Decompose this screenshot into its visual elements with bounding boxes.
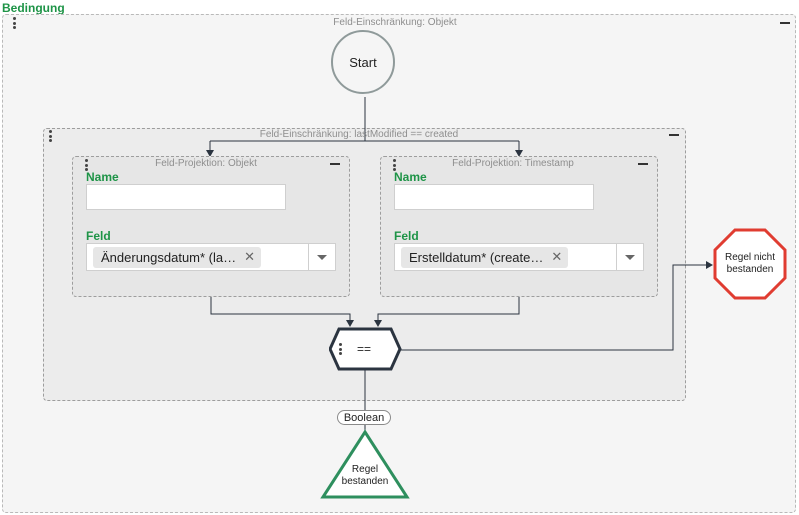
projection-right-field-value: Erstelldatum* (create… <box>409 249 544 265</box>
projection-left-field-select[interactable]: Änderungsdatum* (la… ✕ <box>86 243 336 271</box>
projection-right-container <box>380 156 658 297</box>
pass-node-label-line1: Regel <box>351 464 379 475</box>
result-type-badge: Boolean <box>337 410 391 425</box>
projection-left-clear-icon[interactable]: ✕ <box>244 249 256 264</box>
projection-left-name-input[interactable] <box>86 184 286 210</box>
projection-right-clear-icon[interactable]: ✕ <box>551 249 563 264</box>
pass-node-label: Regel bestanden <box>330 464 400 488</box>
projection-right-menu-icon[interactable] <box>392 159 396 171</box>
inner-caption: Feld-Einschränkung: lastModified == crea… <box>259 129 459 140</box>
pass-node[interactable] <box>320 429 410 500</box>
projection-left-dropdown-icon[interactable] <box>308 244 335 270</box>
start-node-label: Start <box>349 54 377 70</box>
projection-left-container <box>72 156 350 297</box>
projection-right-caption: Feld-Projektion: Timestamp <box>452 158 574 169</box>
projection-left-caption: Feld-Projektion: Objekt <box>155 158 257 169</box>
operator-menu-icon[interactable] <box>338 343 342 355</box>
fail-node-label-line1: Regel nicht <box>724 252 776 263</box>
fail-node-label: Regel nicht bestanden <box>715 252 785 276</box>
projection-left-field-chip: Änderungsdatum* (la… ✕ <box>93 246 262 268</box>
projection-left-menu-icon[interactable] <box>84 159 88 171</box>
fail-node[interactable] <box>713 228 787 300</box>
fail-node-label-line2: bestanden <box>726 264 774 275</box>
projection-left-field-label: Feld <box>86 229 111 243</box>
projection-right-name-label: Name <box>394 170 427 184</box>
projection-left-collapse-icon[interactable] <box>328 159 342 169</box>
projection-right-field-select[interactable]: Erstelldatum* (create… ✕ <box>394 243 644 271</box>
outer-collapse-icon[interactable] <box>778 18 792 28</box>
projection-right-dropdown-icon[interactable] <box>616 244 643 270</box>
outer-caption: Feld-Einschränkung: Objekt <box>333 17 457 28</box>
projection-right-field-chip: Erstelldatum* (create… ✕ <box>401 246 569 268</box>
projection-left-name-label: Name <box>86 170 119 184</box>
pass-node-label-line2: bestanden <box>341 476 389 487</box>
start-node[interactable]: Start <box>331 30 395 94</box>
outer-menu-icon[interactable] <box>12 17 16 29</box>
operator-node[interactable] <box>329 327 402 371</box>
projection-left-field-value: Änderungsdatum* (la… <box>101 249 237 265</box>
projection-right-field-label: Feld <box>394 229 419 243</box>
inner-collapse-icon[interactable] <box>667 130 681 140</box>
projection-right-collapse-icon[interactable] <box>636 159 650 169</box>
projection-right-name-input[interactable] <box>394 184 594 210</box>
operator-label: == <box>357 342 372 356</box>
condition-title: Bedingung <box>2 1 65 15</box>
inner-menu-icon[interactable] <box>48 130 52 142</box>
